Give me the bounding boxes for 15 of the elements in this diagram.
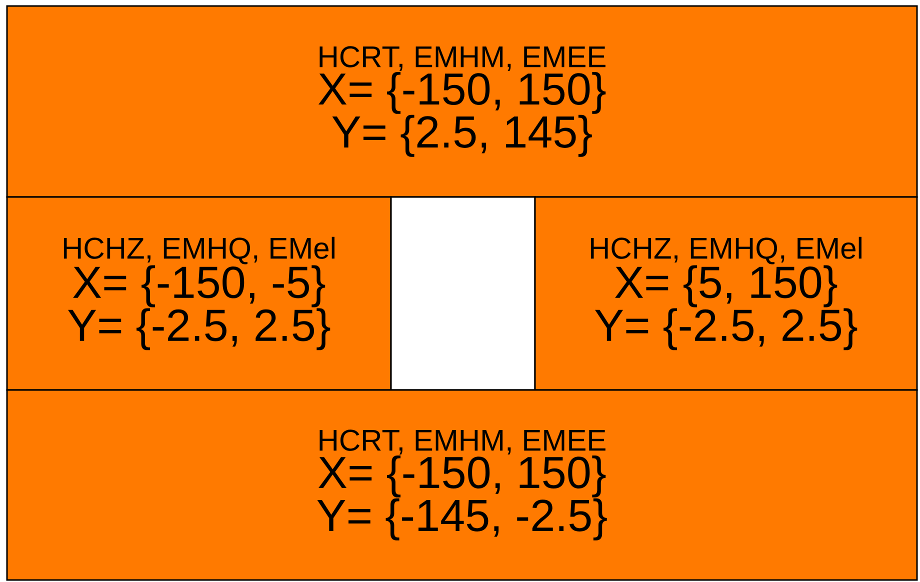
box-text: HCHZ, EMHQ, EMel — [64, 236, 334, 264]
box-text: Y= {-2.5, 2.5} — [68, 308, 330, 350]
region-box — [6, 196, 392, 391]
box-text: Y= {-2.5, 2.5} — [595, 308, 858, 350]
box-text: HCHZ, EMHQ, EMel — [590, 236, 862, 264]
box-text: HCRT, EMHM, EMEE — [320, 46, 606, 71]
box-text: HCRT, EMHM, EMEE — [320, 430, 606, 454]
box-text: Y= {2.5, 145} — [332, 114, 592, 157]
box-text: X= {-150, 150} — [318, 72, 606, 114]
region-box — [534, 196, 918, 391]
box-text: X= {5, 150} — [615, 265, 838, 308]
empty-box — [390, 196, 536, 391]
box-text: Y= {-145, -2.5} — [317, 498, 607, 540]
box-text: X= {-150, 150} — [318, 455, 606, 498]
box-text: X= {-150, -5} — [73, 265, 326, 308]
